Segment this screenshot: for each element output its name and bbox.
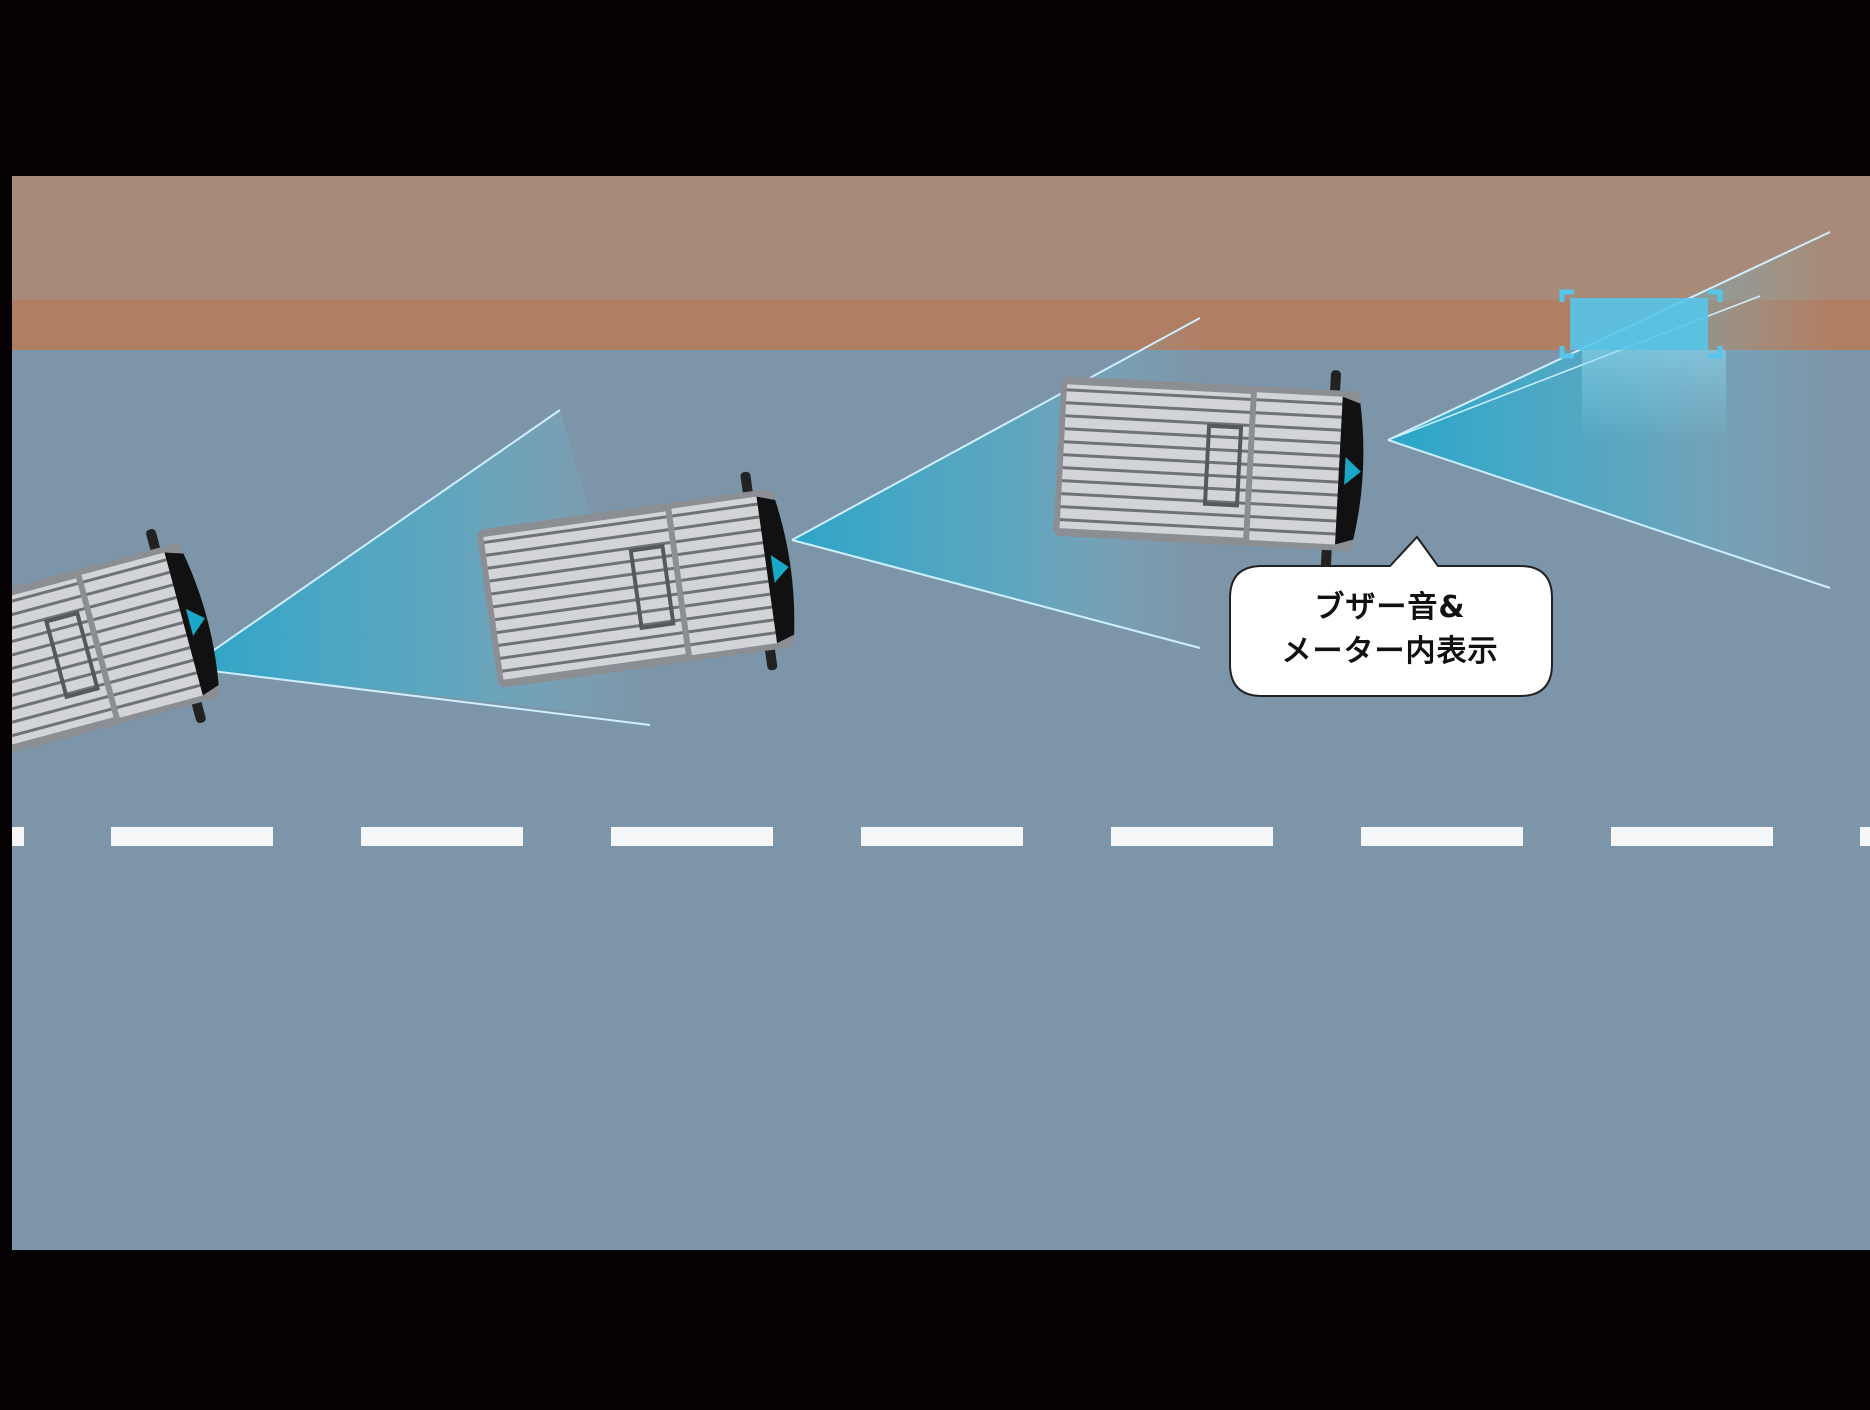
detected-obstacle-icon xyxy=(1559,289,1726,440)
callout-line-2: メーター内表示 xyxy=(1281,634,1499,669)
letterbox-left xyxy=(0,0,12,1410)
sidewalk xyxy=(12,176,1870,300)
curb xyxy=(12,300,1870,350)
callout-line-1: ブザー音& xyxy=(1314,590,1466,625)
warning-callout: ブザー音& メーター内表示 xyxy=(1227,564,1553,696)
letterbox-bottom xyxy=(0,1250,1870,1410)
lane-marking xyxy=(12,827,1870,846)
letterbox-top xyxy=(0,0,1870,176)
callout-bubble xyxy=(1229,535,1553,697)
